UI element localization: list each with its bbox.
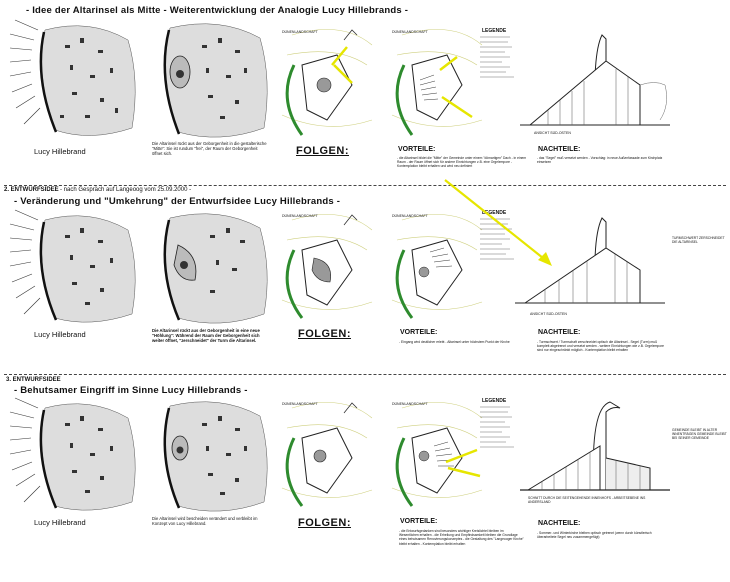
row3-section-number: 3. ENTWURFSIDEE	[6, 377, 61, 383]
row2-section-note: - nach Gespräch auf Langeoog vom 25.09.2…	[60, 187, 192, 193]
row3-nachteile-label: NACHTEILE:	[538, 520, 581, 527]
row1-vorteile-label: VORTEILE:	[398, 146, 436, 153]
row3-floor-plan-detail	[391, 402, 483, 507]
row2-folgen: FOLGEN:	[298, 328, 351, 340]
row3-plan-label: DÜNENLANDSCHAFT	[282, 402, 318, 406]
row3-vorteile: - die Entwurfsgedanken sind besonders wi…	[399, 529, 524, 546]
row1-nachteile: - das "Segel" muß versetzt werden - Vors…	[537, 156, 663, 165]
row2-floor-plan	[281, 214, 373, 319]
row3-side-note: GEMEINDE BLEIBT IN ALTER INNENTRÄGEN GEM…	[672, 428, 727, 441]
row2-vorteile-label: VORTEILE:	[400, 329, 438, 336]
row3-legend	[480, 406, 514, 448]
row2-concept-sketch-b	[163, 213, 268, 324]
row1-vorteile: - die Altarinsel bildet die "Mitte" der …	[397, 156, 527, 169]
row1-title: - Idee der Altarinsel als Mitte - Weiter…	[26, 5, 409, 16]
row2-description: Die Altarinsel rückt aus der Geborgenhei…	[152, 328, 260, 344]
row2-nachteile-label: NACHTEILE:	[538, 329, 581, 336]
row1-legend-title: LEGENDE	[482, 28, 507, 34]
row1-plan-label: DÜNENLANDSCHAFT	[282, 30, 318, 34]
row3-plan-detail-label: DÜNENLANDSCHAFT	[392, 402, 428, 406]
row2-side-note: TURMSCHWERT ZERSCHNEIDET DIE ALTARINSEL	[672, 236, 725, 245]
row3-nachteile: - Sommer- und Winterkirche bleiben optis…	[537, 531, 652, 540]
row2-nachteile: - Turmschwert / Turmschaft zerschneidet …	[537, 340, 664, 353]
row1-elevation	[520, 34, 670, 126]
row1-description: Die Altarinsel rückt aus der Geborgenhei…	[152, 141, 267, 157]
row2-floor-plan-detail	[391, 214, 483, 319]
row2-plan-label: DÜNENLANDSCHAFT	[282, 214, 318, 218]
row3-floor-plan	[281, 402, 373, 507]
row3-legend-title: LEGENDE	[482, 398, 507, 404]
row1-section-caption: ANSICHT SÜD-OSTEN	[534, 131, 571, 135]
row2-section-number: 2. ENTWURFSIDEE	[4, 187, 59, 193]
row3-description: Die Altarinsel wird bescheiden verändert…	[152, 516, 258, 527]
row2-plan-detail-label: DÜNENLANDSCHAFT	[392, 214, 428, 218]
row3-vorteile-label: VORTEILE:	[400, 518, 438, 525]
row3-concept-sketch-a	[9, 397, 136, 511]
row2-elevation	[515, 217, 665, 304]
row3-concept-sketch-b	[163, 401, 268, 512]
row2-legend-title: LEGENDE	[482, 210, 507, 216]
row1-concept-sketch-b	[163, 23, 268, 138]
row3-folgen: FOLGEN:	[298, 517, 351, 529]
row2-title: - Veränderung und "Umkehrung" der Entwur…	[14, 196, 341, 207]
row1-floor-plan-detail	[391, 29, 483, 136]
row1-concept-sketch-a	[9, 19, 136, 136]
row3-author: Lucy Hillebrand	[34, 518, 86, 527]
row1-plan-detail-label: DÜNENLANDSCHAFT	[392, 30, 428, 34]
row1-nachteile-label: NACHTEILE:	[538, 146, 581, 153]
row3-section-drawing	[520, 401, 670, 491]
row3-section-caption: SCHNITT DURCH DIE SEITENGEHENDE INNENHOF…	[528, 496, 646, 505]
row2-section-caption: ANSICHT SÜD-OSTEN	[530, 312, 567, 316]
row2-vorteile: - Eingang wird deutlicher erlebt - Altar…	[399, 340, 510, 344]
row1-author: Lucy Hillebrand	[34, 147, 86, 156]
row1-floor-plan	[281, 29, 373, 136]
row2-concept-sketch-a	[9, 209, 136, 323]
row1-folgen: FOLGEN:	[296, 145, 349, 157]
row-divider-2	[4, 374, 726, 375]
row1-legend	[480, 36, 514, 78]
row2-author: Lucy Hillebrand	[34, 330, 86, 339]
row3-title: - Behutsamer Eingriff im Sinne Lucy Hill…	[14, 385, 248, 396]
row-divider-1	[4, 185, 726, 186]
